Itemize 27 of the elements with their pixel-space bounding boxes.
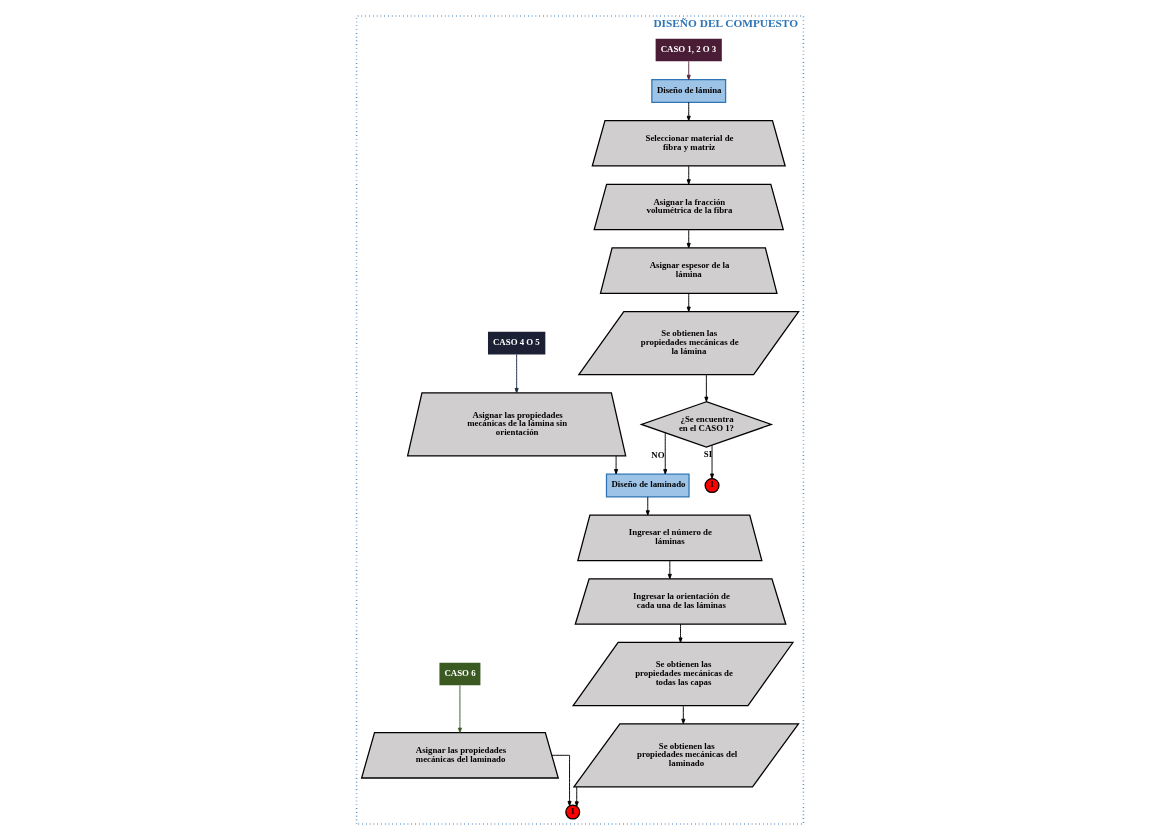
node-box: Diseño de lámina — [651, 79, 727, 103]
arrow — [614, 455, 619, 475]
node-circle: 1 — [565, 804, 581, 820]
node-diamond: ¿Se encuentra en el CASO 1? — [639, 401, 774, 448]
arrow — [667, 560, 672, 580]
arrow — [574, 786, 579, 807]
arrow — [514, 354, 519, 394]
arrow — [686, 229, 691, 249]
node-box: Diseño de laminado — [605, 473, 690, 498]
arrow — [681, 705, 686, 725]
arrow — [686, 60, 691, 81]
arrow — [686, 292, 691, 312]
node-box: CASO 1, 2 O 3 — [655, 38, 722, 62]
arrow — [457, 685, 462, 733]
arrow — [663, 432, 668, 475]
node-circle: 1 — [704, 478, 720, 494]
arrow — [710, 444, 715, 479]
node-box: CASO 6 — [439, 662, 481, 686]
node-box: CASO 4 O 5 — [488, 331, 546, 355]
edge-label: NO — [651, 449, 665, 460]
arrow — [551, 754, 572, 807]
arrow — [686, 165, 691, 185]
arrow — [645, 496, 650, 516]
arrow — [704, 374, 709, 402]
arrow — [686, 101, 691, 122]
edge-label: SI — [703, 448, 713, 459]
arrow — [678, 623, 683, 643]
